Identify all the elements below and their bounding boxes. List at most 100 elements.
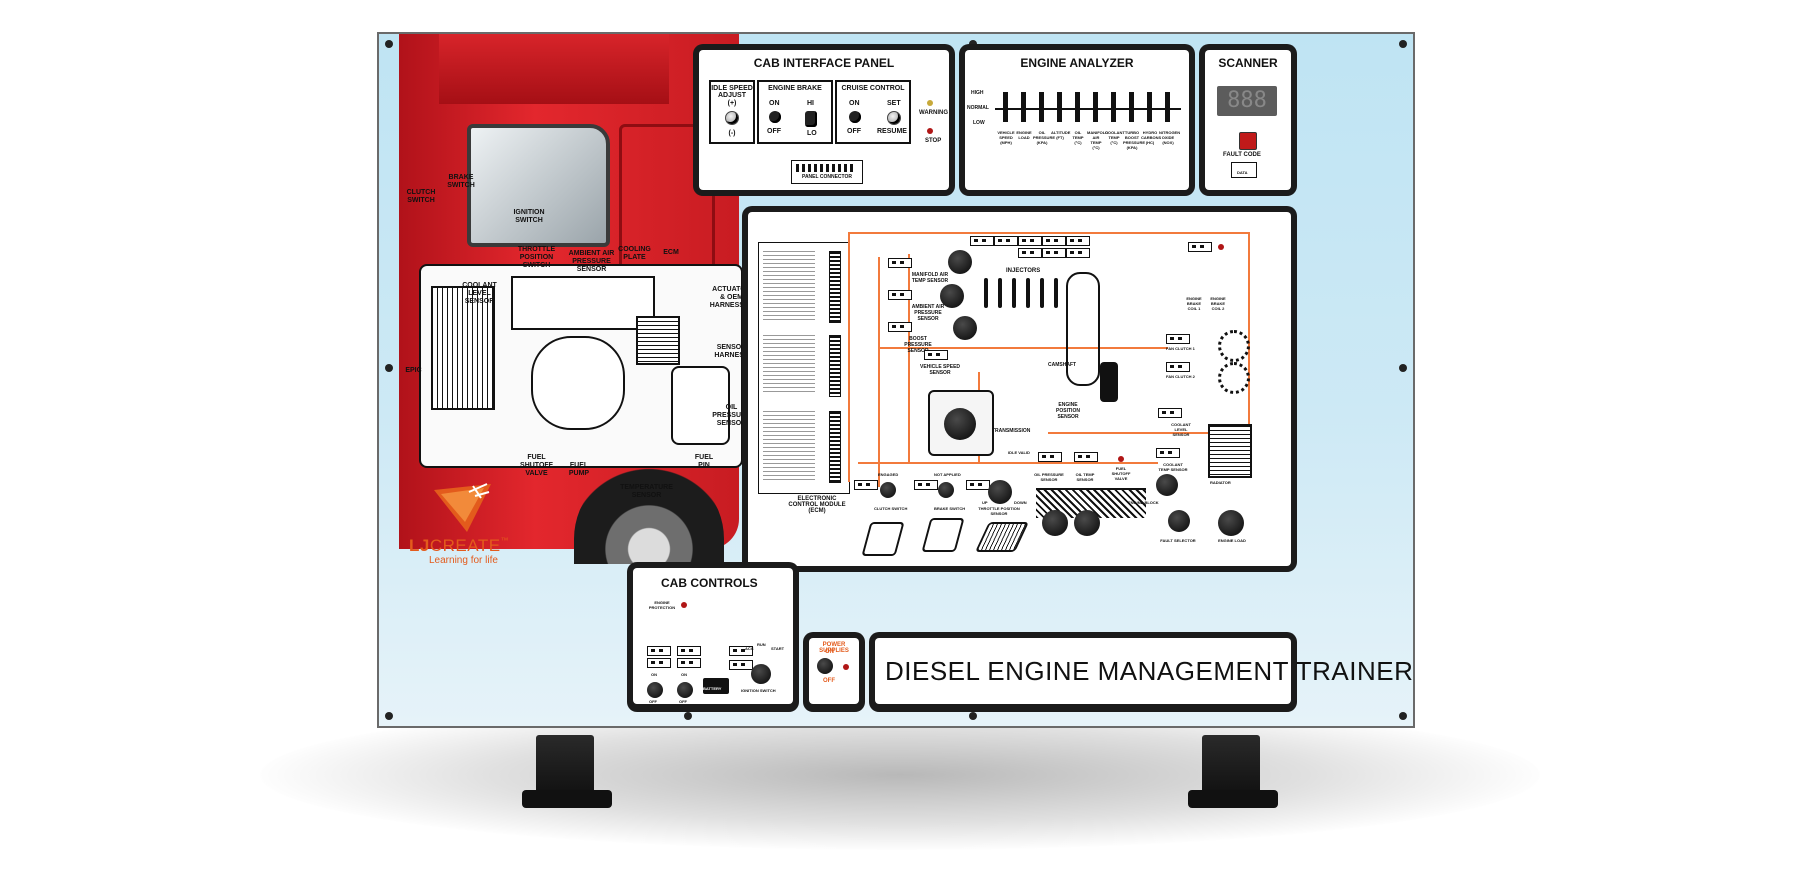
connector[interactable] (1042, 248, 1066, 258)
connector[interactable] (647, 646, 671, 656)
label-ignition-switch: IGNITION SWITCH (513, 209, 545, 224)
power-lamp (843, 664, 849, 670)
screw (969, 712, 977, 720)
label-throttle-position-switch: THROTTLE POSITION SWITCH (517, 246, 556, 269)
cab-switch-2[interactable] (677, 682, 693, 698)
connector[interactable] (994, 236, 1018, 246)
fault-selector-knob[interactable] (1168, 510, 1190, 532)
fan-clutch-1-icon (1218, 330, 1250, 362)
connector[interactable] (1166, 362, 1190, 372)
ecm-module (758, 242, 850, 494)
analyzer-gauge-bar (1165, 92, 1170, 122)
lj-create-logo-icon (434, 483, 491, 532)
ecm-label: ELECTRONIC CONTROL MODULE (ECM) (788, 496, 846, 514)
connector[interactable] (1018, 248, 1042, 258)
brake-switch-button[interactable] (938, 482, 954, 498)
connector[interactable] (1158, 408, 1182, 418)
ignition-switch-knob[interactable] (751, 664, 771, 684)
connector[interactable] (1188, 242, 1212, 252)
connector[interactable] (1166, 334, 1190, 344)
connector[interactable] (970, 236, 994, 246)
connector[interactable] (1074, 452, 1098, 462)
oil-pressure-knob[interactable] (1042, 510, 1068, 536)
connector[interactable] (888, 322, 912, 332)
screw (1399, 40, 1407, 48)
brand-tagline: Learning for life (429, 555, 498, 566)
connector[interactable] (729, 646, 753, 656)
connector[interactable] (1018, 236, 1042, 246)
scanner-data-port[interactable]: DATA (1231, 162, 1257, 178)
cab-controls-panel: CAB CONTROLS ENGINE PROTECTION ON OFF ON… (627, 562, 799, 712)
connector[interactable] (1066, 248, 1090, 258)
injector-icon (1054, 278, 1058, 308)
connector[interactable] (1156, 448, 1180, 458)
engine-analyzer-panel: ENGINE ANALYZER HIGH NORMAL LOW VEHICLE … (959, 44, 1195, 196)
analyzer-gauge-label: VEHICLE SPEED (MPH) (997, 130, 1015, 145)
engine-load-knob[interactable] (1218, 510, 1244, 536)
cruise-on-off-switch[interactable] (849, 111, 861, 123)
cruise-control-group: CRUISE CONTROL ON OFF SET RESUME (835, 80, 911, 144)
ecm-connector-3[interactable] (829, 411, 841, 483)
scanner-title: SCANNER (1218, 56, 1278, 70)
connector[interactable] (1042, 236, 1066, 246)
label-fuel-pin: FUEL PIN (694, 454, 714, 469)
cab-interface-panel: CAB INTERFACE PANEL IDLE SPEED ADJUST (+… (693, 44, 955, 196)
screw (1399, 712, 1407, 720)
analyzer-gauge-bar (1147, 92, 1152, 122)
screw (1399, 364, 1407, 372)
connector[interactable] (854, 480, 878, 490)
cab-controls-title: CAB CONTROLS (661, 576, 758, 590)
analyzer-gauge-bar (1057, 92, 1062, 122)
analyzer-gauge-label: COOLANT TEMP (°C) (1105, 130, 1125, 145)
connector[interactable] (914, 480, 938, 490)
label-fuel-pump: FUEL PUMP (568, 462, 590, 477)
panel-connector[interactable]: PANEL CONNECTOR (791, 160, 863, 184)
screw (385, 40, 393, 48)
engine-analyzer-title: ENGINE ANALYZER (1020, 56, 1134, 70)
ecm-connector-2[interactable] (829, 335, 841, 397)
brake-pedal-icon (921, 518, 965, 552)
connector[interactable] (888, 258, 912, 268)
connector[interactable] (1038, 452, 1062, 462)
clutch-switch-button[interactable] (880, 482, 896, 498)
oil-temp-knob[interactable] (1074, 510, 1100, 536)
idle-speed-toggle[interactable] (725, 111, 739, 125)
label-actuator-harnesses: ACTUATOR & OEM HARNESSES (709, 286, 754, 309)
connector[interactable] (924, 350, 948, 360)
cab-switch-1[interactable] (647, 682, 663, 698)
injector-icon (1040, 278, 1044, 308)
connector[interactable] (966, 480, 990, 490)
fault-code-button[interactable] (1239, 132, 1257, 150)
coolant-temp-knob[interactable] (1156, 474, 1178, 496)
analyzer-gauge-bar (1093, 92, 1098, 122)
manifold-air-temp-knob[interactable] (948, 250, 972, 274)
boost-pressure-knob[interactable] (953, 316, 977, 340)
analyzer-gauge-bar (1129, 92, 1134, 122)
idle-speed-adjust-group: IDLE SPEED ADJUST (+) (-) (709, 80, 755, 144)
ecm-connector-1[interactable] (829, 251, 841, 323)
battery-icon (703, 678, 729, 694)
connector[interactable] (729, 660, 753, 670)
connector[interactable] (677, 658, 701, 668)
warning-lamp (927, 100, 933, 106)
injector-icon (1026, 278, 1030, 308)
connector[interactable] (888, 290, 912, 300)
stop-lamp (927, 128, 933, 134)
brand-name: LJCREATE™ (409, 536, 510, 555)
throttle-position-knob[interactable] (988, 480, 1012, 504)
engine-brake-level-switch[interactable] (805, 111, 817, 127)
radiator-icon (1208, 424, 1252, 478)
power-switch[interactable] (817, 658, 833, 674)
truck-roof (439, 34, 669, 104)
stand-foot-right (1188, 790, 1278, 808)
connector[interactable] (677, 646, 701, 656)
injector-icon (998, 278, 1002, 308)
analyzer-gauge-label: MANIFOLD AIR TEMP (°C) (1087, 130, 1109, 150)
cruise-set-resume-switch[interactable] (887, 111, 901, 125)
connector[interactable] (647, 658, 671, 668)
ambient-air-pressure-knob[interactable] (940, 284, 964, 308)
engine-brake-on-off-switch[interactable] (769, 111, 781, 123)
analyzer-gauge-label: ENGINE LOAD (1016, 130, 1032, 140)
connector[interactable] (1066, 236, 1090, 246)
